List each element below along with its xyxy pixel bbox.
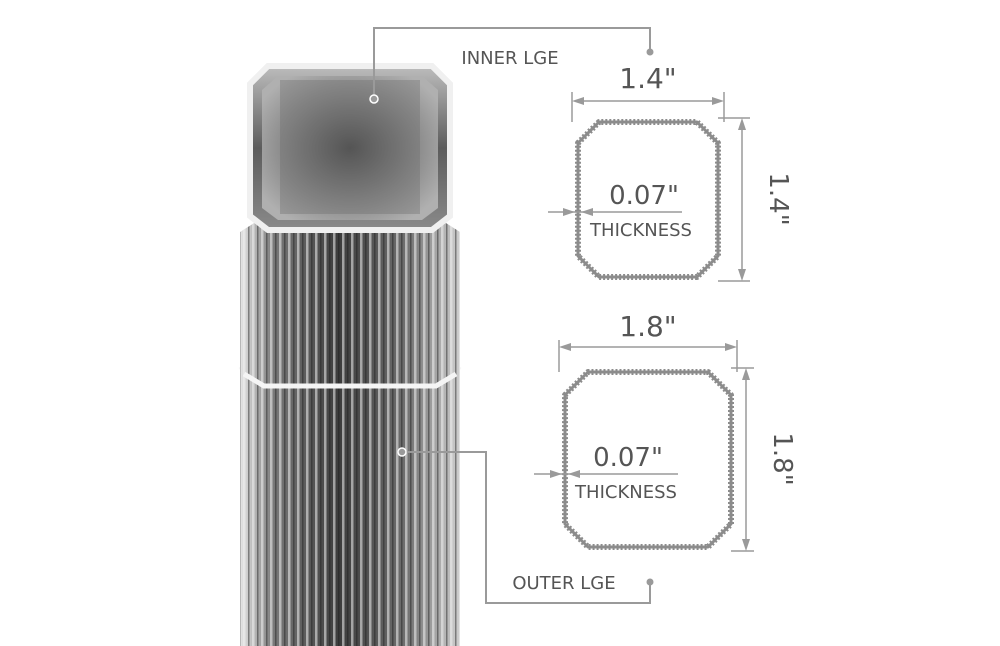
outer-callout-end-dot [646, 578, 654, 586]
outer-tube-illustration [238, 352, 462, 646]
inner-callout-end-dot [646, 48, 654, 56]
inner-thickness-word: THICKNESS [589, 220, 692, 241]
inner-callout: INNER LGE [369, 27, 654, 104]
outer-height-label: 1.8" [767, 432, 797, 485]
inner-width-label: 1.4" [619, 62, 676, 95]
outer-profile: 1.8" 1.8" 0.07" THICKNESS [534, 310, 797, 552]
inner-callout-label: INNER LGE [461, 48, 558, 69]
inner-tube-illustration [247, 63, 453, 233]
inner-height-label: 1.4" [763, 172, 793, 225]
outer-callout-dot [397, 447, 407, 457]
outer-thickness-value: 0.07" [593, 443, 663, 473]
inner-thickness-value: 0.07" [609, 181, 679, 211]
outer-callout-label: OUTER LGE [512, 573, 615, 594]
middle-tube-illustration [240, 218, 460, 389]
inner-callout-dot [369, 94, 379, 104]
inner-profile: 1.4" 1.4" 0.07" THICKNESS [548, 62, 793, 282]
outer-callout: OUTER LGE [397, 447, 654, 604]
outer-thickness-word: THICKNESS [574, 482, 677, 503]
outer-width-label: 1.8" [619, 310, 676, 343]
